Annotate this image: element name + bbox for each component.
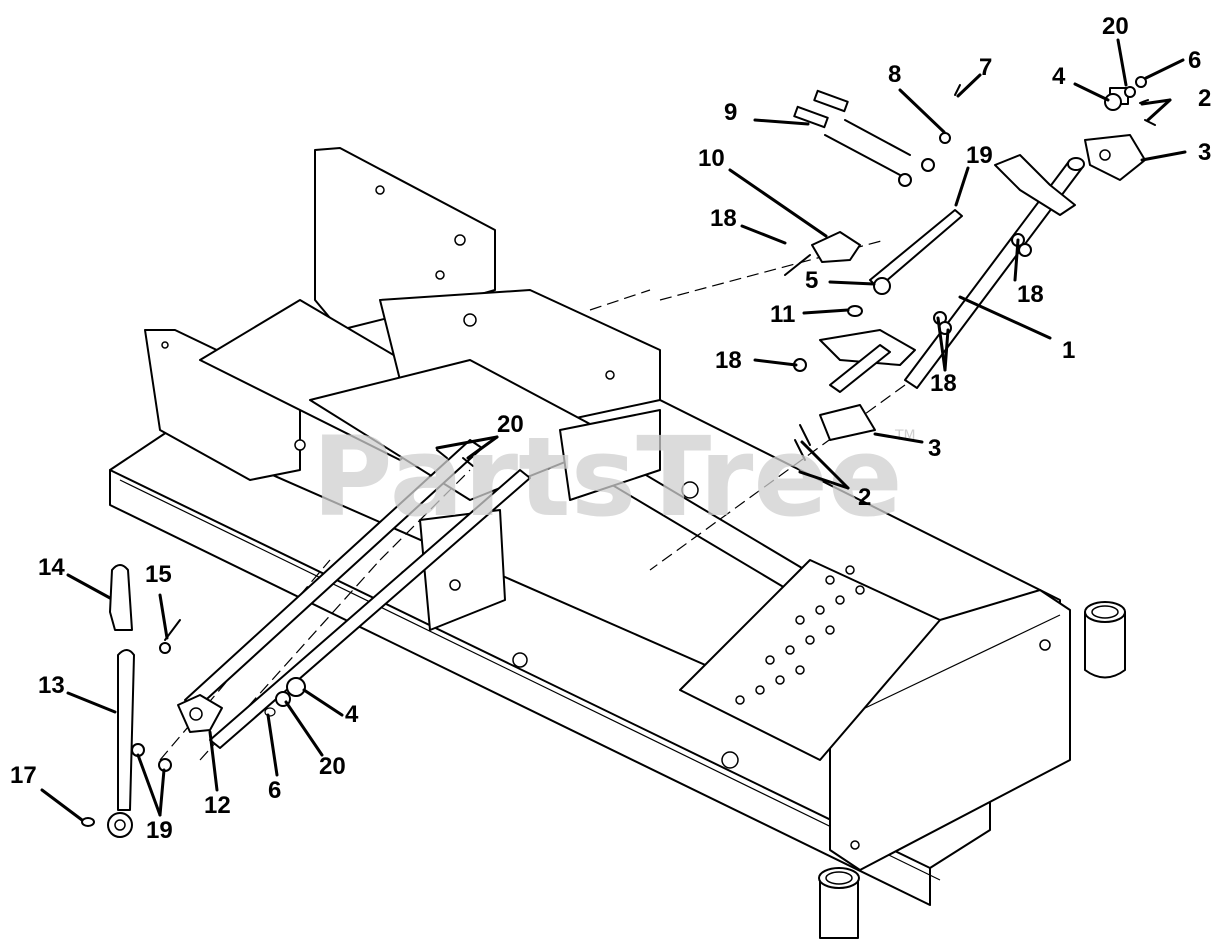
callout-5: 5: [805, 267, 818, 294]
callout-16: 18: [710, 205, 737, 232]
front-caster-tube-right: [1084, 601, 1126, 679]
callout-20-lower: 20: [319, 753, 346, 780]
watermark: PartsTree TM: [312, 413, 916, 541]
callout-6-upper: 6: [1188, 47, 1201, 74]
callout-19-upper: 19: [966, 142, 993, 169]
leader-lines: [40, 38, 1187, 822]
callout-14: 14: [38, 554, 65, 581]
callout-18-mid: 18: [715, 347, 742, 374]
callout-13: 13: [38, 672, 65, 699]
callout-18-lower: 19: [146, 817, 173, 844]
callout-8: 8: [888, 61, 901, 88]
callout-1: 1: [1062, 337, 1075, 364]
callout-20-upper: 20: [1102, 13, 1129, 40]
callout-3-lower: 3: [928, 435, 941, 462]
plate-holes: [161, 185, 1051, 850]
watermark-text: PartsTree: [312, 413, 903, 541]
callout-4-upper: 4: [1052, 63, 1066, 90]
callout-2-upper: 2: [1198, 85, 1211, 112]
callout-labels: 1 2 2 3 3 4 4 5 6 6 7 8 9 10 18 11 12 13…: [10, 13, 1211, 844]
lower-left-parts: [81, 449, 474, 838]
callout-2-lower: 2: [858, 484, 871, 511]
callout-18-right: 18: [1017, 281, 1044, 308]
front-caster-tube-left: [818, 867, 860, 939]
callout-10: 10: [698, 145, 725, 172]
callout-12: 12: [204, 792, 231, 819]
callout-18-shaft: 18: [930, 370, 957, 397]
callout-6-lower: 6: [268, 777, 281, 804]
rear-frame-plates: [144, 147, 1051, 850]
callout-9: 9: [724, 99, 737, 126]
callout-3-upper: 3: [1198, 139, 1211, 166]
callout-19-lower: 20: [497, 411, 524, 438]
callout-15: 15: [145, 561, 172, 588]
callout-7: 7: [979, 54, 992, 81]
foot-plate-holes: [735, 565, 865, 705]
callout-11: 11: [770, 301, 795, 328]
callout-17: 17: [10, 762, 37, 789]
upper-bracket-assembly: [784, 76, 1156, 461]
callout-4-lower: 4: [345, 701, 359, 728]
